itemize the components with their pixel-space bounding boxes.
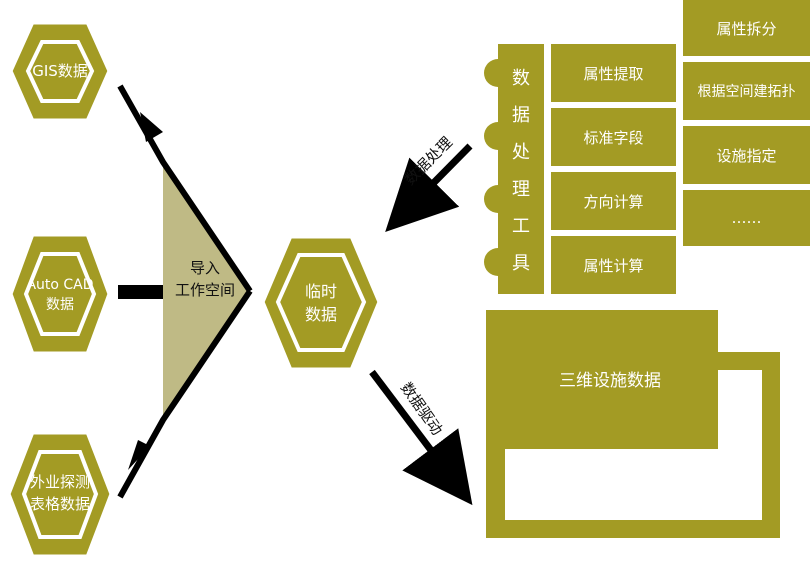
source-label-gis: GIS数据 xyxy=(32,62,88,81)
tool-attr-calc: 属性计算 xyxy=(551,236,676,294)
hexagon-gis xyxy=(7,19,113,124)
tool-direction-calc: 方向计算 xyxy=(551,172,676,230)
tool-attr-split: 属性拆分 xyxy=(683,0,810,56)
tool-facility-assign: 设施指定 xyxy=(683,126,810,184)
tools-title-column: 数 据 处 理 工 具 xyxy=(498,44,544,294)
output-label: 三维设施数据 xyxy=(559,370,661,391)
tool-build-topology: 根据空间建拓扑 xyxy=(683,62,810,120)
tool-more: …… xyxy=(683,190,810,246)
tool-standard-fields: 标准字段 xyxy=(551,108,676,166)
tools-title-char: 据 xyxy=(512,104,530,126)
tools-title-char: 处 xyxy=(512,141,530,163)
arrow-process xyxy=(385,143,473,232)
tools-title-char: 数 xyxy=(512,67,530,89)
import-label: 导入 工作空间 xyxy=(174,259,235,299)
hexagon-survey xyxy=(5,429,115,560)
funnel-edge-bottom xyxy=(117,289,253,499)
import-funnel xyxy=(163,162,250,420)
source-label-autocad: Auto CAD 数据 xyxy=(26,276,94,313)
output-inner-notch xyxy=(505,370,762,520)
tools-title-char: 具 xyxy=(512,252,530,274)
hexagon-autocad xyxy=(7,231,113,357)
tools-title-char: 工 xyxy=(512,215,530,237)
arrow-drive xyxy=(369,369,473,506)
source-label-survey: 外业探测 表格数据 xyxy=(29,473,90,513)
tools-title-char: 理 xyxy=(512,178,530,200)
tool-attr-extract: 属性提取 xyxy=(551,44,676,102)
arrowhead-bottom xyxy=(128,440,150,470)
hexagon-temp-data xyxy=(259,233,383,373)
funnel-edge-top xyxy=(117,84,253,293)
center-label: 临时 数据 xyxy=(304,281,337,324)
arrowhead-top xyxy=(140,112,163,142)
